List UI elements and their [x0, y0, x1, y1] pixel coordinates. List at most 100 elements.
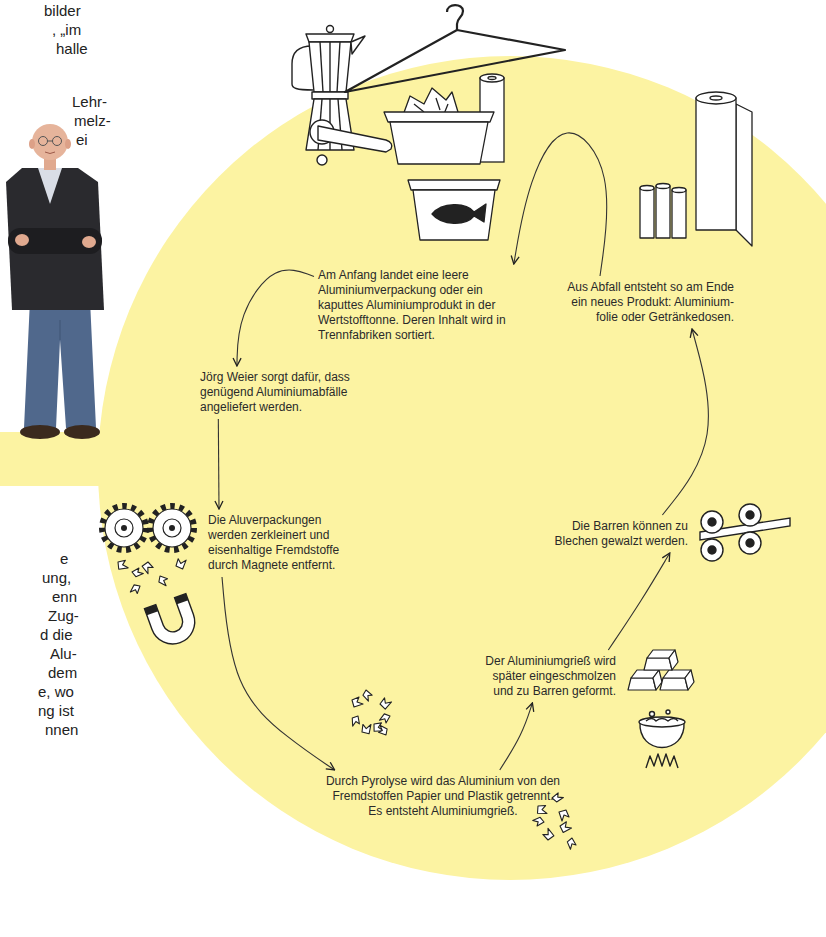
- step-text: Jörg Weier sorgt dafür, dass genügend Al…: [200, 370, 378, 415]
- step-caption: Aus Abfall entsteht so am Ende ein neues…: [554, 276, 738, 329]
- ingot-icon: [660, 678, 688, 690]
- door-handle-icon: [317, 155, 327, 165]
- column-text-fragment: ng ist: [38, 701, 74, 720]
- column-text-fragment: Alu-: [50, 644, 77, 663]
- column-text-fragment: enn: [52, 587, 77, 606]
- person-photo: [6, 168, 104, 310]
- coat-hanger-icon: [345, 5, 565, 92]
- person-photo: [24, 300, 96, 428]
- fish-tray-icon: [432, 204, 486, 223]
- rolling-mill-icon: [708, 546, 716, 554]
- magnet-icon: [144, 605, 158, 616]
- shredder-gears-icon: [150, 506, 194, 550]
- flow-arrow: [237, 270, 314, 366]
- step-caption: Am Anfang landet eine leere Aluminiumver…: [314, 264, 520, 347]
- aluminium-granules: [378, 725, 389, 735]
- metal-fragments: [132, 568, 143, 579]
- moka-pot-icon: [309, 42, 351, 92]
- yellow-ground: [0, 56, 826, 880]
- step-text: Aus Abfall entsteht so am Ende ein neues…: [558, 280, 734, 325]
- person-photo: [8, 228, 102, 254]
- aluminium-granules: [379, 713, 390, 724]
- rolling-mill-icon: [708, 518, 716, 526]
- moka-pot-icon: [351, 36, 365, 54]
- melting-pot-icon: [650, 712, 655, 717]
- foil-roll-icon: [640, 92, 752, 246]
- moka-pot-icon: [320, 42, 323, 92]
- step-text: Der Aluminiumgrieß wird später eingeschm…: [478, 654, 616, 699]
- foil-roll-icon: [696, 98, 736, 230]
- connector-group: [218, 133, 708, 770]
- column-text-fragment: Zug-: [48, 606, 79, 625]
- aluminium-granules: [379, 696, 394, 710]
- step-text: Es entsteht Aluminiumgrieß.: [318, 804, 568, 819]
- column-text-fragment: halle: [56, 39, 88, 58]
- aluminium-granules: [533, 816, 544, 827]
- column-text-fragment: nnen: [45, 720, 78, 739]
- foil-tray-icon: [384, 88, 494, 164]
- magnet-icon: [175, 594, 189, 605]
- foil-roll-icon: [736, 104, 752, 246]
- person-photo: [38, 168, 62, 204]
- column-text-fragment: e: [60, 549, 68, 568]
- foil-roll-icon: [656, 186, 670, 238]
- melting-pot-icon: [639, 710, 685, 768]
- aluminium-granules: [559, 810, 569, 821]
- shredder-gears-icon: [105, 509, 143, 547]
- yellow-ground: [0, 432, 110, 486]
- person-photo: [48, 141, 53, 142]
- moka-pot-icon: [327, 26, 334, 33]
- person-photo: [82, 236, 96, 248]
- column-text-fragment: ung,: [42, 568, 71, 587]
- aluminium-granules: [541, 827, 554, 841]
- door-handle-icon: [318, 126, 392, 152]
- rolling-mill-icon: [746, 511, 754, 519]
- step-text: Die Aluverpackungen werden zerkleinert u…: [208, 513, 350, 573]
- person-photo: [15, 234, 29, 246]
- flow-arrow: [514, 133, 607, 276]
- rolling-mill-icon: [739, 532, 761, 554]
- shredder-gears-icon: [169, 525, 175, 531]
- foil-tray-icon: [384, 112, 494, 122]
- aluminium-granules: [362, 690, 373, 701]
- person-photo: [39, 137, 48, 146]
- shredder-gears-icon: [150, 506, 194, 550]
- metal-fragments: [158, 576, 169, 586]
- ingot-icon: [628, 678, 656, 690]
- person-photo: [32, 124, 68, 160]
- step-text: Die Barren können zu Blechen gewalzt wer…: [548, 519, 688, 549]
- ingot-icon: [669, 650, 678, 670]
- shredder-gears-icon: [163, 519, 181, 537]
- shredder-gears-icon: [102, 506, 146, 550]
- flow-arrow: [662, 329, 708, 515]
- foil-roll-icon: [640, 186, 654, 191]
- step-text: Am Anfang landet eine leere Aluminiumver…: [318, 268, 516, 343]
- step-caption: Der Aluminiumgrieß wird später eingeschm…: [474, 650, 620, 703]
- person-photo: [20, 425, 60, 439]
- aluminium-granules: [552, 792, 563, 803]
- column-text-fragment: bilder: [44, 1, 81, 20]
- ingot-icon: [685, 670, 694, 690]
- step-caption: Durch Pyrolyse wird das Aluminium von de…: [314, 770, 572, 823]
- foil-roll-icon: [656, 184, 670, 189]
- fish-tray-icon: [408, 180, 500, 190]
- moka-pot-icon: [329, 42, 330, 92]
- flow-arrow: [218, 419, 220, 509]
- aluminium-granules: [559, 821, 572, 833]
- person-photo: [60, 320, 61, 340]
- melting-pot-icon: [639, 717, 685, 727]
- column-text-fragment: dem: [48, 663, 77, 682]
- aluminium-granules: [351, 716, 359, 726]
- metal-fragments: [141, 561, 154, 575]
- person-photo: [45, 152, 55, 154]
- magnet-icon: [144, 594, 200, 650]
- rolling-mill-icon: [701, 539, 723, 561]
- moka-pot-icon: [312, 92, 348, 99]
- coat-hanger-icon: [447, 5, 463, 30]
- yellow-ground: [98, 56, 826, 880]
- metal-fragments: [117, 556, 189, 595]
- metal-fragments: [174, 556, 189, 571]
- flow-arrow: [222, 577, 335, 770]
- foil-roll-icon: [696, 92, 736, 104]
